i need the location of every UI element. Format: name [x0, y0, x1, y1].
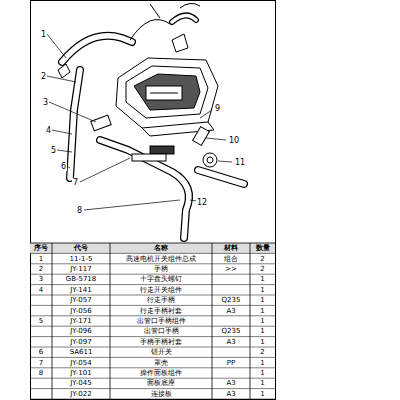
table-row-line: [30, 336, 275, 337]
table-cell: JY-022: [52, 389, 110, 399]
table-row-line: [30, 295, 275, 296]
table-cell: 出管口手柄组件: [110, 316, 212, 326]
table-cell: JY-117: [52, 264, 110, 274]
table-cell: 1: [250, 326, 275, 336]
table-row-line: [30, 253, 275, 254]
callout-number: 12: [196, 198, 208, 207]
table-cell: 高速电机开关组件总成: [110, 254, 212, 264]
table-row-line: [30, 274, 275, 275]
table-cell: 5: [30, 316, 52, 326]
table-header: 数量: [250, 243, 275, 253]
table-cell: JY-171: [52, 316, 110, 326]
handle-tubes: [62, 15, 244, 238]
table-row-line: [30, 399, 275, 400]
table-header: 材料: [212, 243, 250, 253]
callout-number: 2: [40, 72, 47, 81]
table-cell: 2: [30, 264, 52, 274]
table-row-line: [30, 388, 275, 389]
table-row-line: [30, 367, 275, 368]
table-cell: A3: [212, 337, 250, 347]
table-row-line: [30, 263, 275, 264]
table-cell: 十字盘头螺钉: [110, 274, 212, 284]
table-cell: 1: [250, 358, 275, 368]
table-cell: 行走手柄: [110, 295, 212, 305]
table-row-line: [30, 315, 275, 316]
table-cell: 面板底座: [110, 378, 212, 388]
callout-number: 9: [214, 104, 221, 113]
table-cell: 6: [30, 347, 52, 357]
table-cell: 2: [250, 347, 275, 357]
table-cell: A3: [212, 306, 250, 316]
table-cell: 钮开关: [110, 347, 212, 357]
table-header: 代号: [52, 243, 110, 253]
table-cell: 罩壳: [110, 358, 212, 368]
table-cell: 8: [30, 368, 52, 378]
table-cell: 1: [250, 316, 275, 326]
callout-number: 5: [50, 146, 57, 155]
table-cell: 2: [250, 264, 275, 274]
table-row-line: [30, 357, 275, 358]
table-cell: 1: [250, 285, 275, 295]
table-header: 名称: [110, 243, 212, 253]
table-cell: 7: [30, 358, 52, 368]
table-cell: 1: [250, 389, 275, 399]
drawing-frame: [31, 1, 276, 400]
callout-number: 1: [40, 30, 47, 39]
table-row-line: [30, 326, 275, 327]
table-row-line: [30, 378, 275, 379]
table-cell: 操作面板组件: [110, 368, 212, 378]
callout-number: 3: [42, 98, 49, 107]
table-cell: JY-141: [52, 285, 110, 295]
table-cell: 3: [30, 274, 52, 284]
table-cell: 手柄: [110, 264, 212, 274]
callout-number: 11: [234, 158, 246, 167]
table-cell: 1: [250, 295, 275, 305]
table-cell: JY-056: [52, 306, 110, 316]
table-row-line: [30, 284, 275, 285]
cable: [130, 3, 200, 40]
table-cell: 1: [30, 254, 52, 264]
table-cell: Q235: [212, 326, 250, 336]
callout-number: 10: [228, 136, 240, 145]
parts-table-grid: [30, 243, 275, 400]
table-cell: >>: [212, 264, 250, 274]
small-parts: [58, 34, 217, 167]
table-cell: A3: [212, 378, 250, 388]
table-cell: 1: [250, 306, 275, 316]
table-cell: JY-054: [52, 358, 110, 368]
table-row-line: [30, 347, 275, 348]
table-cell: Q235: [212, 295, 250, 305]
table-row-lines: [30, 253, 275, 399]
callout-number: 8: [76, 206, 83, 215]
motor-housing: [116, 58, 218, 136]
table-cell: JY-045: [52, 378, 110, 388]
leader-lines: [47, 34, 232, 210]
table-cell: PP: [212, 358, 250, 368]
table-cell: 组合: [212, 254, 250, 264]
table-cell: 4: [30, 285, 52, 295]
table-cell: 连接板: [110, 389, 212, 399]
table-cell: 1: [250, 274, 275, 284]
callout-number: 7: [72, 178, 79, 187]
table-cell: GB-5718: [52, 274, 110, 284]
table-header: 序号: [30, 243, 52, 253]
table-cell: 1: [250, 368, 275, 378]
table-cell: 行走开关组件: [110, 285, 212, 295]
callout-number: 4: [45, 126, 52, 135]
table-cell: 手柄手柄衬套: [110, 337, 212, 347]
table-cell: 行走手柄衬套: [110, 306, 212, 316]
callout-number: 6: [60, 162, 67, 171]
table-cell: SA611: [52, 347, 110, 357]
table-cell: 2: [250, 254, 275, 264]
table-cell: JY-057: [52, 295, 110, 305]
table-row-line: [30, 305, 275, 306]
table-cell: 1: [250, 337, 275, 347]
table-cell: JY-096: [52, 326, 110, 336]
table-cell: A3: [212, 389, 250, 399]
table-cell: JY-097: [52, 337, 110, 347]
table-cell: 出管口手柄: [110, 326, 212, 336]
table-cell: 1: [250, 378, 275, 388]
table-cell: JY-101: [52, 368, 110, 378]
table-cell: 11-1-5: [52, 254, 110, 264]
